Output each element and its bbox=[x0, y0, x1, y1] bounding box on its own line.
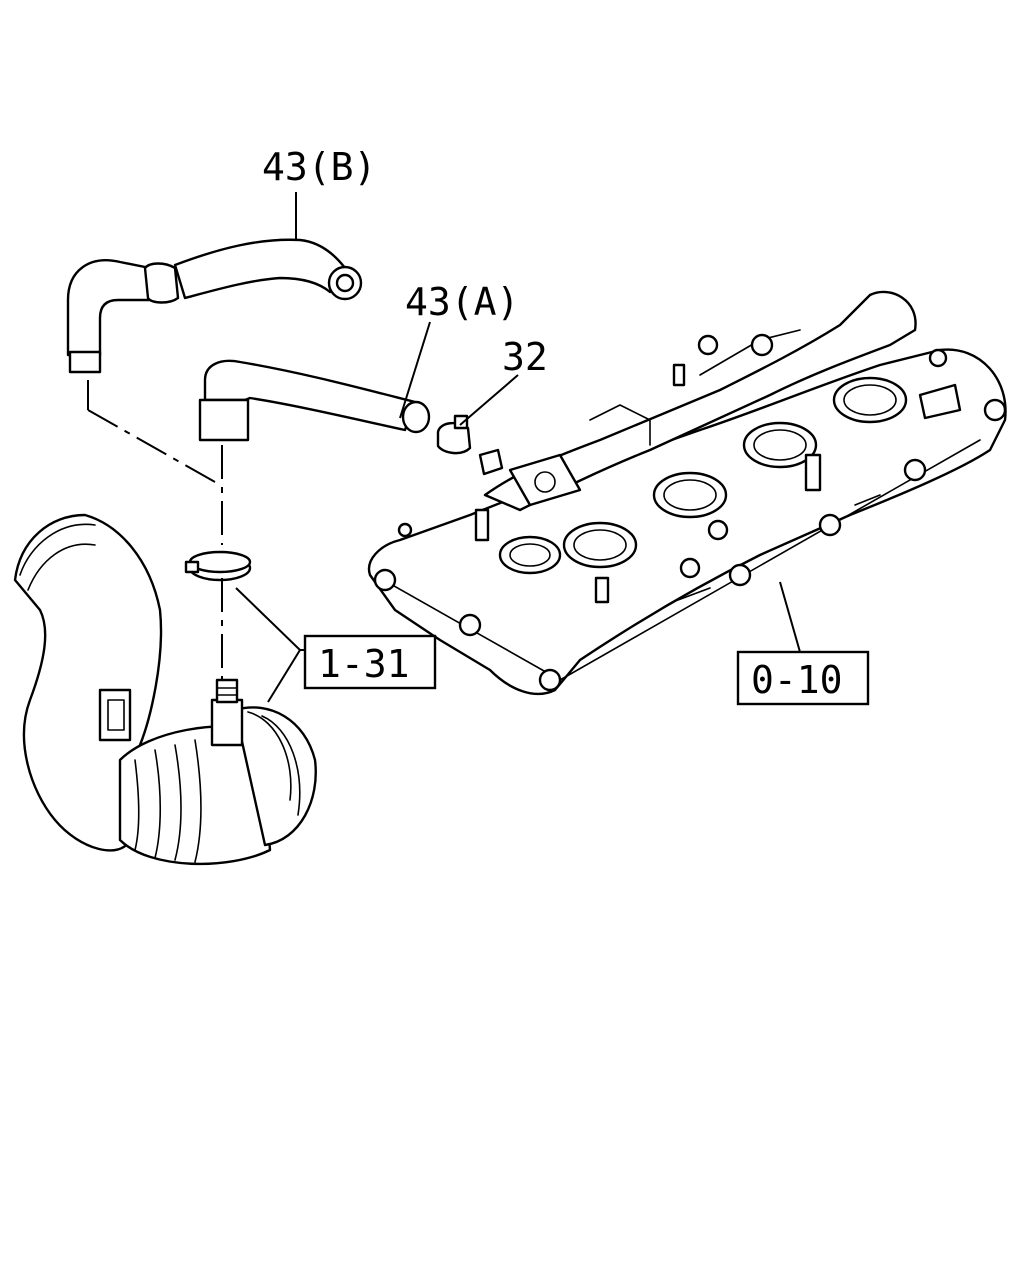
hose-clamp bbox=[184, 550, 252, 582]
cylinder-head-cover bbox=[367, 290, 1007, 696]
ref-label-1-31: 1-31 bbox=[318, 642, 410, 686]
hose-43a bbox=[198, 359, 431, 442]
leader-lines bbox=[87, 192, 801, 703]
ref-box-0-10: 0-10 bbox=[736, 650, 870, 706]
ref-label-0-10: 0-10 bbox=[751, 658, 843, 702]
clip-32 bbox=[436, 414, 472, 455]
callout-32: 32 bbox=[502, 335, 548, 379]
callout-43a: 43(A) bbox=[405, 280, 519, 324]
hose-43b bbox=[66, 238, 363, 374]
air-duct bbox=[13, 513, 317, 866]
callout-43b: 43(B) bbox=[262, 145, 376, 189]
ref-box-1-31: 1-31 bbox=[303, 634, 437, 690]
